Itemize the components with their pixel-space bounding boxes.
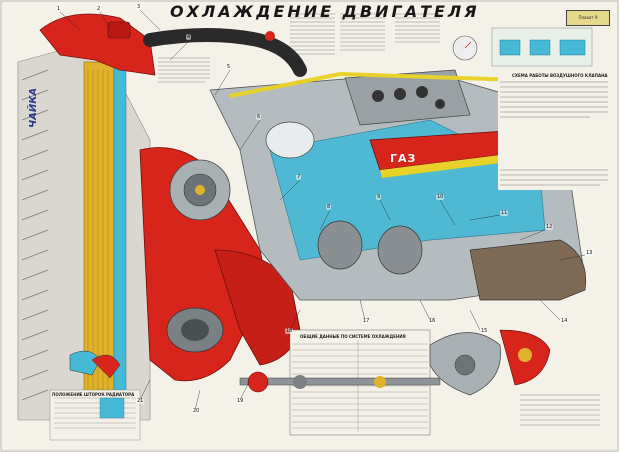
callout-4: 4 bbox=[186, 34, 192, 40]
exhaust-manifold bbox=[469, 239, 587, 301]
water-pump-assembly bbox=[139, 147, 301, 382]
radiator-fins bbox=[21, 69, 49, 401]
thermostat-scheme-text-lines bbox=[500, 81, 608, 186]
radiator-filler-neck bbox=[107, 21, 131, 39]
poster-title: ОХЛАЖДЕНИЕ ДВИГАТЕЛЯ bbox=[170, 2, 480, 21]
chaika-logo: ЧАЙКА bbox=[28, 87, 39, 128]
engine-block bbox=[209, 69, 587, 301]
intake-manifold bbox=[344, 69, 471, 126]
callout-18: 18 bbox=[285, 328, 294, 334]
cylinder-bore-2 bbox=[377, 225, 423, 275]
callout-15: 15 bbox=[480, 328, 489, 334]
poster-number: Плакат 9 bbox=[566, 10, 610, 26]
shutters-heading: ПОЛОЖЕНИЕ ШТОРОК РАДИАТОРА bbox=[52, 392, 135, 397]
exploded-pump-parts bbox=[239, 329, 551, 396]
callout-11: 11 bbox=[500, 210, 509, 216]
callout-5: 5 bbox=[226, 64, 232, 70]
pump-shaft bbox=[239, 377, 441, 386]
callout-16: 16 bbox=[428, 318, 437, 324]
thermometer-bulb bbox=[265, 31, 275, 41]
parts-list-lines bbox=[520, 394, 600, 426]
callout-leaders bbox=[59, 9, 586, 411]
callout-3: 3 bbox=[136, 4, 142, 10]
gaz-valve-cover-label: ГАЗ bbox=[390, 152, 417, 165]
callout-2: 2 bbox=[96, 6, 102, 12]
callout-8: 8 bbox=[326, 204, 332, 210]
callout-21: 21 bbox=[136, 398, 145, 404]
callout-17: 17 bbox=[362, 318, 371, 324]
callout-20: 20 bbox=[192, 408, 201, 414]
cylinder-bore-1 bbox=[317, 220, 363, 270]
callout-9: 9 bbox=[376, 194, 382, 200]
cooling-data-heading: ОБЩИЕ ДАННЫЕ ПО СИСТЕМЕ ОХЛАЖДЕНИЯ bbox=[300, 334, 406, 339]
callout-19: 19 bbox=[236, 398, 245, 404]
callout-12: 12 bbox=[545, 224, 554, 230]
callout-14: 14 bbox=[560, 318, 569, 324]
upper-hose bbox=[143, 28, 307, 77]
radiator bbox=[17, 13, 156, 421]
legend-text-lines bbox=[158, 13, 440, 83]
callout-13: 13 bbox=[585, 250, 594, 256]
thermostat-scheme-drawings bbox=[452, 27, 593, 67]
shutters-inset bbox=[49, 350, 141, 441]
cylinder-bore-top bbox=[265, 121, 315, 159]
callout-6: 6 bbox=[256, 114, 262, 120]
callout-1: 1 bbox=[56, 6, 62, 12]
callout-7: 7 bbox=[296, 174, 302, 180]
thermostat-scheme-heading: СХЕМА РАБОТЫ ВОЗДУШНОГО КЛАПАНА bbox=[512, 73, 608, 78]
callout-10: 10 bbox=[436, 194, 445, 200]
